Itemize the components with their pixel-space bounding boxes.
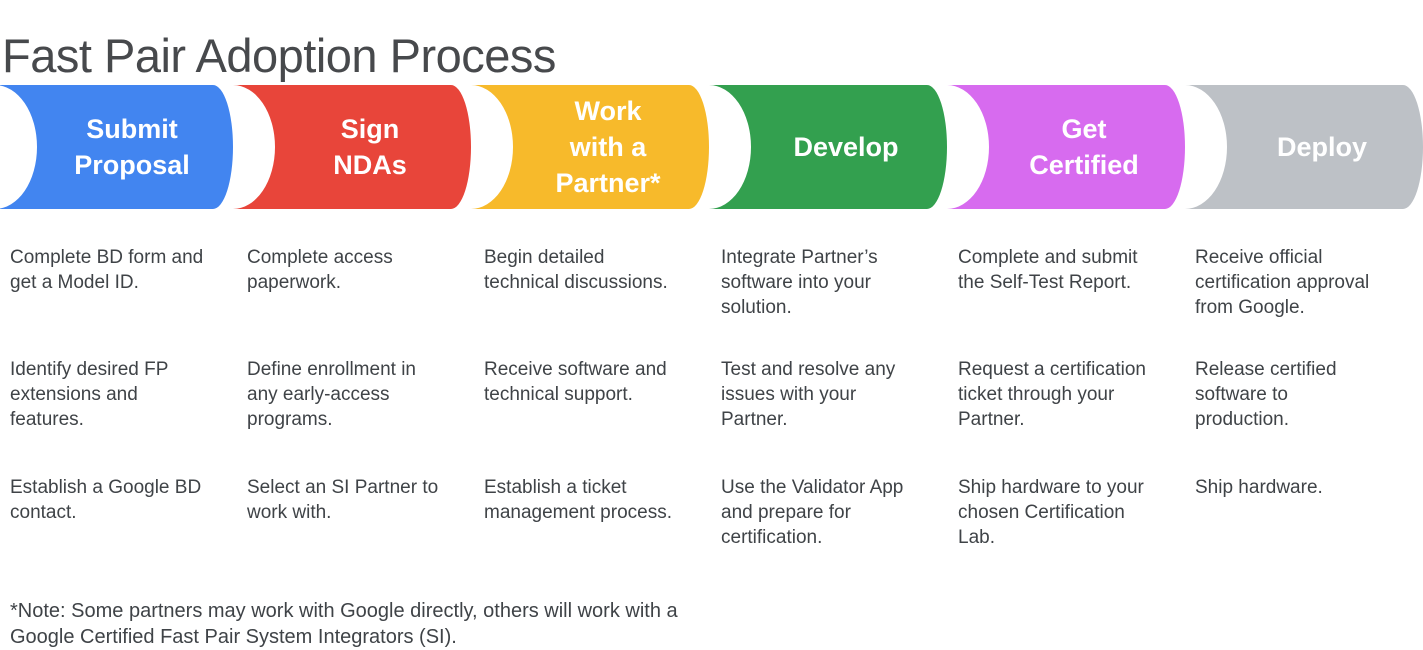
step-text: Test and resolve any issues with your Pa… (721, 359, 896, 430)
step-text: Release certified software to production… (1195, 359, 1337, 430)
step-text: Establish a Google BD contact. (10, 477, 202, 523)
stage-shape (0, 85, 233, 209)
step-text: Identify desired FP extensions and featu… (10, 359, 169, 430)
step-text: Receive official certification approval … (1195, 247, 1370, 318)
stage-label-sign-ndas: Sign NDAs (333, 114, 407, 180)
stage-shape (471, 85, 709, 209)
stage-label-work-with-a-partner: Work with a Partner* (555, 96, 661, 198)
stage-shape (709, 85, 947, 209)
step-text: Establish a ticket management process. (484, 477, 672, 523)
step-text: Complete access paperwork. (247, 247, 393, 293)
stage-shape (233, 85, 471, 209)
process-stage-banners: Submit Proposal Sign NDAs Work with a Pa… (0, 85, 1423, 209)
step-text: Use the Validator App and prepare for ce… (721, 477, 904, 548)
stage-banner-submit-proposal: Submit Proposal (0, 85, 233, 209)
step-text: Ship hardware. (1195, 477, 1323, 498)
stage-banner-get-certified: Get Certified (947, 85, 1185, 209)
stage-banner-develop: Develop (709, 85, 947, 209)
stage-label-submit-proposal: Submit Proposal (74, 114, 190, 180)
stage-shape (947, 85, 1185, 209)
page-title: Fast Pair Adoption Process (2, 29, 556, 83)
stage-shape (1185, 85, 1423, 209)
step-text: Begin detailed technical discussions. (484, 247, 668, 293)
step-text: Request a certification ticket through y… (958, 359, 1146, 430)
stage-banner-work-with-a-partner: Work with a Partner* (471, 85, 709, 209)
step-text: Complete and submit the Self-Test Report… (958, 247, 1138, 293)
stage-label-develop: Develop (793, 132, 899, 162)
stage-banner-deploy: Deploy (1185, 85, 1423, 209)
stage-label-deploy: Deploy (1276, 132, 1368, 162)
footnote: *Note: Some partners may work with Googl… (10, 600, 678, 648)
stage-banner-sign-ndas: Sign NDAs (233, 85, 471, 209)
step-text: Complete BD form and get a Model ID. (10, 247, 204, 293)
step-text: Integrate Partner’s software into your s… (721, 247, 878, 318)
step-text: Select an SI Partner to work with. (247, 477, 439, 523)
step-text: Ship hardware to your chosen Certificati… (958, 477, 1144, 548)
step-text: Define enrollment in any early-access pr… (247, 359, 416, 430)
stage-label-get-certified: Get Certified (1029, 114, 1139, 180)
step-text: Receive software and technical support. (484, 359, 667, 405)
